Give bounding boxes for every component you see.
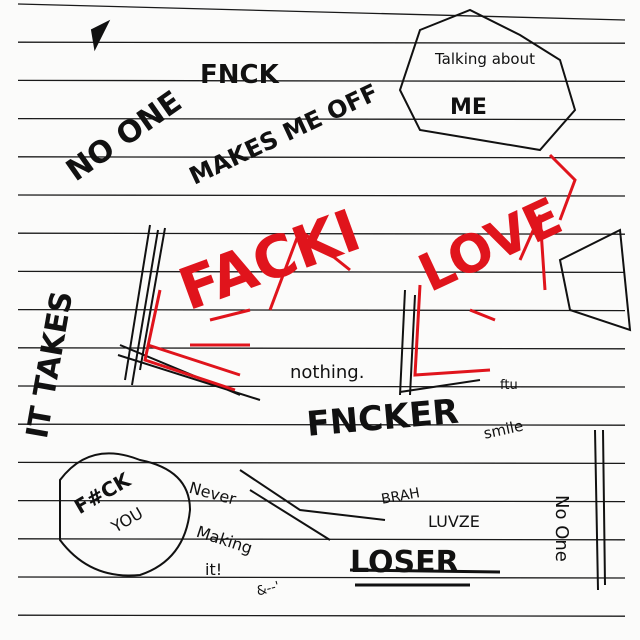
ruled-line <box>17 538 626 541</box>
text-ftu: ftu <box>500 378 518 393</box>
text-no-one-vertical: No One <box>551 495 572 562</box>
ruled-line <box>17 41 626 44</box>
ruled-line <box>17 79 626 83</box>
ruled-line <box>17 232 626 235</box>
text-it: it! <box>205 560 223 579</box>
text-me: ME <box>450 95 487 120</box>
ruled-line <box>17 423 626 426</box>
ruled-line <box>17 194 626 197</box>
ruled-line <box>17 499 626 503</box>
ruled-line <box>17 308 626 312</box>
ruled-line <box>17 614 626 617</box>
ruled-line <box>17 156 626 159</box>
text-fnck: FNCK <box>200 60 279 90</box>
text-loser: LOSER <box>350 545 459 580</box>
text-talking-about: Talking about <box>435 50 535 68</box>
scribble-strokes <box>59 8 632 591</box>
ruled-line <box>17 576 626 579</box>
ruled-line <box>17 117 626 121</box>
ruled-line <box>17 270 626 274</box>
ruled-line <box>17 3 626 21</box>
ruled-line <box>17 385 626 388</box>
red-strokes <box>143 153 577 392</box>
ruled-line <box>17 461 626 465</box>
ruled-line <box>17 347 626 350</box>
text-nothing: nothing. <box>290 362 365 383</box>
text-luvze: LUVZE <box>428 512 480 531</box>
